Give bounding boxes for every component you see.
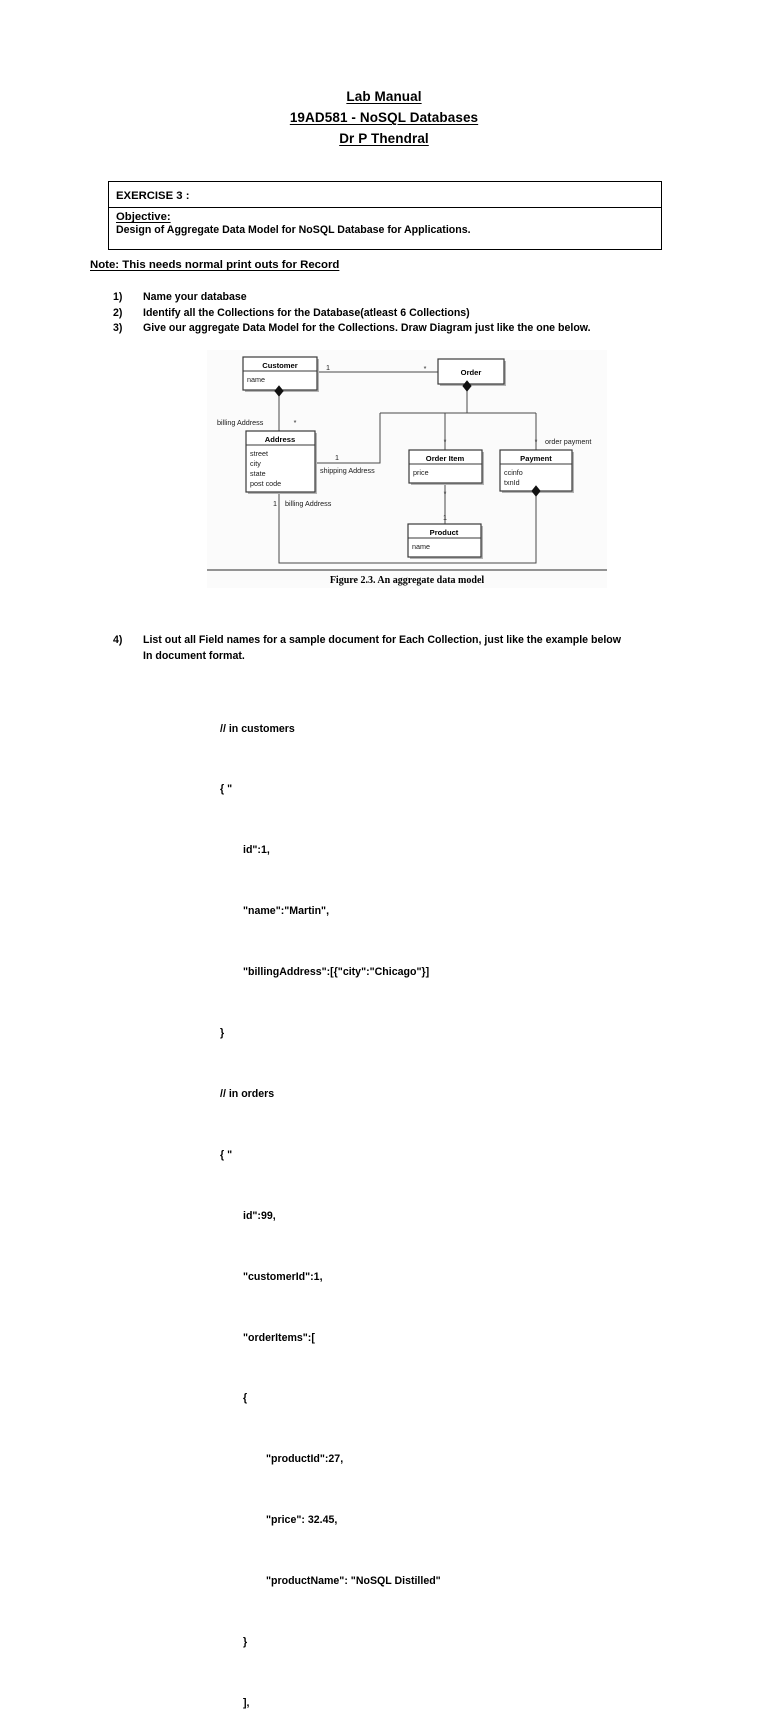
mult-billing-bottom-one: 1 <box>273 499 277 508</box>
mult-product-one: 1 <box>443 513 447 522</box>
mult-order-many: * <box>424 364 427 373</box>
task-item: 3) Give our aggregate Data Model for the… <box>113 321 673 337</box>
edge-label-billing-address-bottom: billing Address <box>285 499 332 508</box>
mult-address-many: * <box>294 418 297 427</box>
objective-row: Objective: Design of Aggregate Data Mode… <box>109 208 661 249</box>
code-line: } <box>243 1635 248 1648</box>
diamond-order-bus <box>462 380 472 392</box>
diagram-multiplicities: 1 * * * * 1 * 1 1 <box>273 363 538 522</box>
task-number: 4) <box>113 634 123 646</box>
payment-attr-txnid: txnId <box>504 478 520 487</box>
title-line-2: 19AD581 - NoSQL Databases <box>289 110 479 125</box>
aggregate-data-model-figure: .cls-box { fill:#ffffff; stroke:#3a3a3a;… <box>207 350 607 588</box>
exercise-box: EXERCISE 3 : Objective: Design of Aggreg… <box>108 181 662 250</box>
task-number: 2) <box>113 306 123 319</box>
class-box-customer: Customer name <box>242 356 319 392</box>
code-line: { <box>243 1392 248 1405</box>
task-text: Identify all the Collections for the Dat… <box>143 306 470 319</box>
diagram-edge-labels: billing Address shipping Address billing… <box>217 418 591 508</box>
product-attr-name: name <box>412 542 430 551</box>
code-line: "name":"Martin", <box>243 905 330 918</box>
order-box <box>437 358 505 385</box>
exercise-heading-row: EXERCISE 3 : <box>109 182 661 208</box>
class-box-address: Address street city state post code <box>245 430 317 494</box>
code-line: "productName": "NoSQL Distilled" <box>266 1575 441 1588</box>
class-box-product: Product name <box>407 523 483 559</box>
code-line: "productId":27, <box>266 1453 344 1466</box>
task-list: 1) Name your database 2) Identify all th… <box>113 290 673 337</box>
figure-caption: Figure 2.3. An aggregate data model <box>330 575 485 586</box>
task-text: List out all Field names for a sample do… <box>143 634 622 662</box>
class-box-order: Order <box>437 358 506 386</box>
address-attr-city: city <box>250 459 261 468</box>
address-attr-postcode: post code <box>250 479 281 488</box>
objective-text: Design of Aggregate Data Model for NoSQL… <box>116 224 471 236</box>
uml-class-diagram: .cls-box { fill:#ffffff; stroke:#3a3a3a;… <box>207 356 607 586</box>
address-attr-street: street <box>250 449 268 458</box>
task-number: 3) <box>113 322 123 335</box>
code-line: "price": 32.45, <box>266 1514 338 1527</box>
orderitem-attr-price: price <box>413 468 429 477</box>
code-line: "orderItems":[ <box>243 1331 315 1344</box>
class-box-payment: Payment ccinfo txnId <box>499 449 574 493</box>
code-line: // in orders <box>220 1087 275 1100</box>
code-line: "billingAddress":[{"city":"Chicago"}] <box>243 966 430 979</box>
orderitem-title: Order Item <box>426 454 465 463</box>
mult-product-many: * <box>444 489 447 498</box>
edge-label-order-payment: order payment <box>545 437 591 446</box>
code-sample-block: // in customers { " id":1, "name":"Marti… <box>175 678 675 1733</box>
task-item: 1) Name your database <box>113 290 673 306</box>
code-line: ], <box>243 1696 250 1709</box>
customer-title: Customer <box>262 361 297 370</box>
mult-orderitem-many: * <box>444 437 447 446</box>
class-box-order-item: Order Item price <box>408 449 484 485</box>
edge-label-shipping-address: shipping Address <box>320 466 375 475</box>
edge-address-shipping <box>317 413 381 464</box>
address-title: Address <box>265 435 295 444</box>
note-text: Note: This needs normal print outs for R… <box>90 259 340 271</box>
code-line: { " <box>220 783 233 796</box>
title-line-1: Lab Manual <box>346 89 422 104</box>
address-box <box>245 430 316 493</box>
task-number: 1) <box>113 291 123 303</box>
payment-attr-ccinfo: ccinfo <box>504 468 523 477</box>
code-line: id":1, <box>243 844 270 857</box>
payment-box <box>499 449 573 492</box>
objective-label: Objective: <box>116 211 171 223</box>
product-box <box>407 523 482 558</box>
edge-address-payment-billing <box>278 491 537 564</box>
customer-attr-name: name <box>247 375 265 384</box>
task-item: 2) Identify all the Collections for the … <box>113 306 673 322</box>
task-item-4: 4) List out all Field names for a sample… <box>113 633 673 664</box>
code-line: "customerId":1, <box>243 1270 323 1283</box>
address-attr-state: state <box>250 469 266 478</box>
diamond-customer-address <box>274 385 284 397</box>
title-line-3: Dr P Thendral <box>339 131 429 146</box>
diagram-connectors <box>278 371 537 564</box>
code-line: { " <box>220 1148 233 1161</box>
code-line: // in customers <box>220 722 295 735</box>
orderitem-box <box>408 449 483 484</box>
exercise-heading: EXERCISE 3 : <box>116 190 190 202</box>
mult-customer-one: 1 <box>326 363 330 372</box>
order-title: Order <box>461 368 482 377</box>
diagram-diamonds <box>274 380 541 497</box>
edge-label-billing-address-top: billing Address <box>217 418 264 427</box>
product-title: Product <box>430 528 459 537</box>
customer-box <box>242 356 318 391</box>
code-line: } <box>220 1027 225 1040</box>
payment-title: Payment <box>520 454 552 463</box>
task-text: Give our aggregate Data Model for the Co… <box>143 322 591 335</box>
code-line: id":99, <box>243 1209 276 1222</box>
task-text: Name your database <box>143 291 247 303</box>
diamond-payment-address <box>531 485 541 497</box>
document-title-block: Lab Manual 19AD581 - NoSQL Databases Dr … <box>0 86 768 149</box>
mult-shipping-one: 1 <box>335 453 339 462</box>
mult-payment-many: * <box>535 437 538 446</box>
